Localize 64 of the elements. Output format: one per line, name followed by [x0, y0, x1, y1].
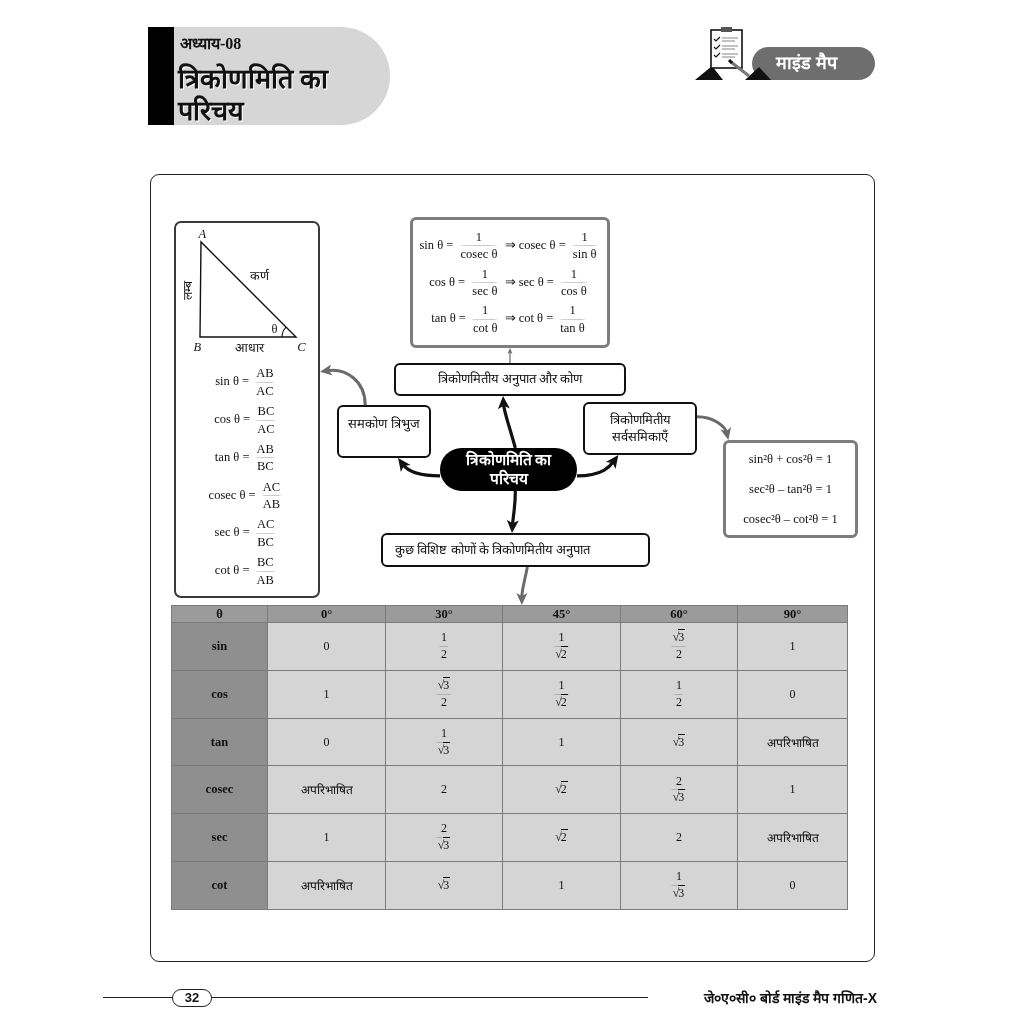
- side-label: कर्ण: [249, 270, 269, 285]
- column-header: 90°: [737, 605, 848, 623]
- vertex-label: C: [297, 341, 306, 356]
- curved-arrow: [516, 566, 529, 605]
- chapter-title: त्रिकोणमिति का परिचय: [178, 63, 329, 127]
- chapter-number: अध्याय-08: [180, 34, 242, 54]
- table-cell: 1: [267, 670, 386, 719]
- curved-arrow: [397, 458, 441, 478]
- formula: sin²θ + cos²θ = 1: [748, 451, 833, 467]
- table-cell: 1: [737, 622, 848, 671]
- curved-arrow: [319, 364, 367, 406]
- column-header: 0°: [267, 605, 386, 623]
- curved-arrow: [507, 348, 513, 364]
- footer-title: जे०ए०सी० बोर्ड माइंड मैप गणित-X: [704, 989, 877, 1007]
- table-cell: 0: [267, 718, 386, 766]
- row-header: cos: [171, 670, 268, 719]
- vertex-label: A: [198, 228, 207, 243]
- column-header: 45°: [502, 605, 621, 623]
- value-table: [171, 605, 848, 910]
- curved-arrow: [696, 415, 731, 440]
- table-cell: √2: [502, 766, 621, 814]
- table-cell: 2: [620, 813, 738, 862]
- topic-box: कुछ विशिष्ट कोणों के त्रिकोणमितीय अनुपात: [381, 533, 650, 567]
- formula: cosec²θ – cot²θ = 1: [743, 511, 838, 527]
- curved-arrow: [576, 455, 619, 478]
- table-cell: 1: [502, 861, 621, 910]
- table-cell: 1: [502, 718, 621, 766]
- table-cell: अपरिभाषित: [737, 718, 848, 766]
- column-header: θ: [171, 605, 268, 623]
- section-badge: माइंड मैप: [752, 47, 875, 80]
- row-header: sin: [171, 622, 268, 671]
- table-cell: 0: [267, 622, 386, 671]
- side-label: आधार: [234, 342, 264, 357]
- topic-box: समकोण त्रिभुज: [337, 405, 431, 458]
- topic-box: त्रिकोणमितीय अनुपात और कोण: [394, 363, 626, 396]
- table-cell: 0: [737, 670, 848, 719]
- row-header: tan: [171, 718, 268, 766]
- angle-label: θ: [271, 323, 278, 338]
- column-header: 60°: [620, 605, 738, 623]
- formula-box: [410, 217, 610, 348]
- table-cell: √2: [502, 813, 621, 862]
- table-cell: अपरिभाषित: [737, 813, 848, 862]
- formula: sec²θ – tan²θ = 1: [749, 481, 832, 497]
- table-cell: 1: [267, 813, 386, 862]
- curved-arrow: [506, 491, 519, 533]
- figure-box: [174, 221, 320, 598]
- central-topic: त्रिकोणमिति का परिचय: [440, 448, 577, 491]
- table-cell: अपरिभाषित: [267, 766, 386, 814]
- table-cell: √3: [620, 718, 738, 766]
- row-header: sec: [171, 813, 268, 862]
- curved-arrow: [498, 396, 517, 449]
- table-cell: 0: [737, 861, 848, 910]
- page-number: 32: [172, 989, 212, 1007]
- table-cell: अपरिभाषित: [267, 861, 386, 910]
- table-cell: 1: [737, 766, 848, 814]
- topic-box: त्रिकोणमितीय सर्वसमिकाएँ: [583, 402, 697, 455]
- column-header: 30°: [385, 605, 503, 623]
- vertex-label: B: [193, 341, 202, 356]
- table-cell: √3: [385, 861, 503, 910]
- table-cell: 2: [385, 766, 503, 814]
- row-header: cot: [171, 861, 268, 910]
- identity-box: [723, 440, 858, 538]
- side-label: लम्ब: [182, 280, 197, 300]
- row-header: cosec: [171, 766, 268, 814]
